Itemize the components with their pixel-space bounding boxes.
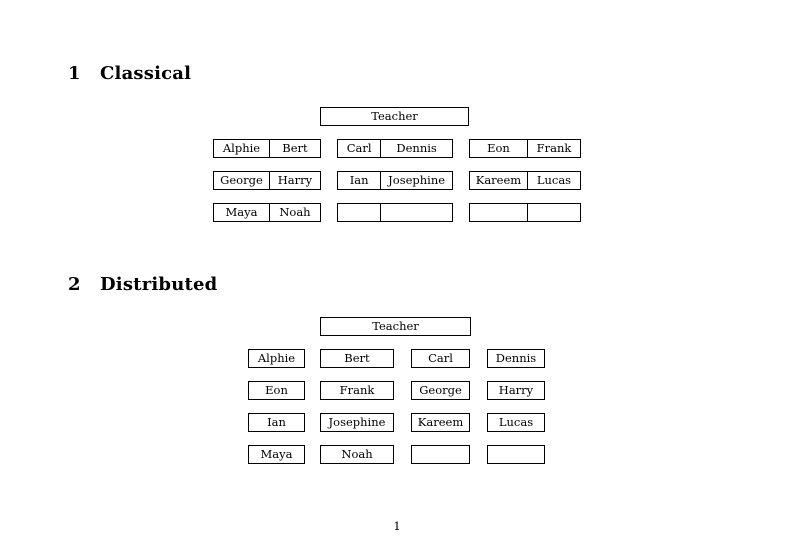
node-box: Lucas <box>487 413 545 432</box>
section-heading-classical: 1 Classical <box>68 63 191 84</box>
node-box: George <box>411 381 470 400</box>
section-title: Classical <box>100 63 192 84</box>
group-cell <box>380 204 452 221</box>
node-box: Bert <box>320 349 394 368</box>
group-box: Eon Frank <box>469 139 581 158</box>
section-heading-distributed: 2 Distributed <box>68 274 217 295</box>
group-box <box>469 203 581 222</box>
group-cell: Lucas <box>526 172 580 189</box>
node-box: Harry <box>487 381 545 400</box>
node-box: Alphie <box>248 349 305 368</box>
section-title: Distributed <box>100 274 218 295</box>
node-box: Josephine <box>320 413 394 432</box>
group-cell: Bert <box>268 140 320 157</box>
group-cell: Kareem <box>475 173 522 187</box>
node-box: Carl <box>411 349 470 368</box>
node-box: Maya <box>248 445 305 464</box>
group-cell: Ian <box>349 173 369 187</box>
node-box: Kareem <box>411 413 470 432</box>
group-box: Kareem Lucas <box>469 171 581 190</box>
group-cell: Josephine <box>380 172 452 189</box>
page-number: 1 <box>393 519 401 533</box>
group-cell <box>470 204 527 221</box>
node-box: Noah <box>320 445 394 464</box>
group-cell: Maya <box>225 205 258 219</box>
group-cell <box>338 204 380 221</box>
node-box: Frank <box>320 381 394 400</box>
node-box: Eon <box>248 381 305 400</box>
group-box: Alphie Bert <box>213 139 321 158</box>
section-number: 2 <box>68 274 81 295</box>
group-box: George Harry <box>213 171 321 190</box>
group-box <box>337 203 453 222</box>
group-cell: Frank <box>526 140 580 157</box>
group-cell: George <box>220 173 263 187</box>
node-box: Ian <box>248 413 305 432</box>
group-box: Maya Noah <box>213 203 321 222</box>
group-box: Ian Josephine <box>337 171 453 190</box>
group-cell: Carl <box>346 141 372 155</box>
node-box: Dennis <box>487 349 545 368</box>
group-cell <box>526 204 580 221</box>
node-box <box>487 445 545 464</box>
group-cell: Alphie <box>222 141 261 155</box>
teacher-box-classical: Teacher <box>320 107 469 126</box>
group-cell: Noah <box>268 204 320 221</box>
group-box: Carl Dennis <box>337 139 453 158</box>
group-cell: Dennis <box>380 140 452 157</box>
section-number: 1 <box>68 63 81 84</box>
teacher-box-distributed: Teacher <box>320 317 471 336</box>
node-box <box>411 445 470 464</box>
group-cell: Harry <box>268 172 320 189</box>
group-cell: Eon <box>487 141 510 155</box>
